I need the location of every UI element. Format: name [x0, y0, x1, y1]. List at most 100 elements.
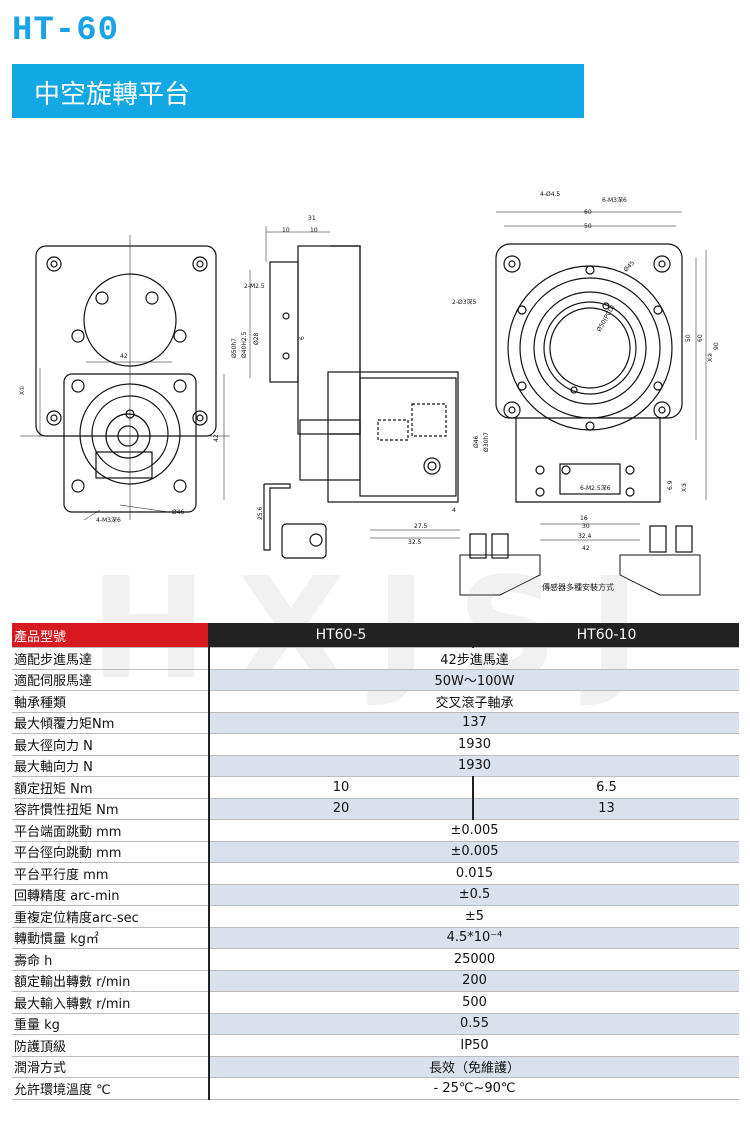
table-header-row: 產品型號 HT60-5 HT60-10 [12, 623, 739, 648]
dim-left-42b: 42 [213, 434, 220, 442]
row-label: 最大軸向力 N [12, 755, 210, 777]
row-label: 適配伺服馬達 [12, 669, 210, 691]
row-label: 平台徑向跳動 mm [12, 841, 210, 863]
dim-right-x3: X③ [681, 483, 688, 493]
dim-side-4: 4 [452, 507, 456, 514]
dim-right-42: 42 [582, 545, 590, 552]
model-title: HT-60 [12, 12, 120, 50]
dim-side-6: 6 [299, 336, 306, 340]
side-view [249, 226, 460, 559]
row-value: 0.55 [209, 1013, 739, 1035]
dim-right-60: 60 [584, 209, 592, 216]
top-view [459, 211, 707, 596]
dim-right-32-4: 32.4 [578, 533, 592, 540]
table-row: 軸承種類交叉滾子軸承 [12, 690, 739, 713]
row-label: 重量 kg [12, 1013, 210, 1035]
dim-left-screws: 4-M3深6 [96, 516, 121, 524]
sensor-caption: 傳感器多種安裝方式 [542, 582, 614, 592]
dim-right-50: 50 [584, 223, 592, 230]
dim-side-25-6: 25.6 [257, 506, 264, 520]
technical-drawing: 42 42 Ø46 4-M3深6 X① 31 10 10 2-M2.5 Ø50h… [19, 191, 720, 596]
dim-left-46: Ø46 [172, 509, 185, 516]
dim-right-x2: X② [707, 352, 714, 362]
row-label: 平台端面跳動 mm [12, 819, 210, 842]
row-label: 容許慣性扭矩 Nm [12, 798, 210, 820]
dim-left-x1: X① [19, 386, 26, 396]
table-row: 允許環境溫度 ℃- 25℃~90℃ [12, 1077, 739, 1100]
row-value: 50W～100W [209, 669, 739, 691]
row-label: 潤滑方式 [12, 1056, 210, 1078]
dim-side-10a: 10 [282, 227, 290, 234]
row-label: 允許環境溫度 ℃ [12, 1077, 210, 1100]
dim-right-30: 30 [582, 523, 590, 530]
dim-side-28: Ø28 [253, 332, 260, 345]
dim-right-m3: 6-M3深6 [602, 196, 627, 204]
table-row: 潤滑方式長效（免維護） [12, 1056, 739, 1078]
row-value: 1930 [209, 755, 739, 777]
dim-side-31: 31 [308, 215, 316, 222]
header-col-ht60-5: HT60-5 [209, 623, 474, 648]
dim-right-45: Ø45 [622, 260, 636, 274]
dim-side-46: Ø46 [473, 435, 480, 448]
banner-title: 中空旋轉平台 [34, 80, 191, 110]
row-value: 200 [209, 970, 739, 992]
row-value: 4.5*10⁻⁴ [209, 927, 739, 949]
dim-right-60v: 60 [697, 334, 704, 342]
row-value: ±0.5 [209, 884, 739, 906]
row-value: 交叉滾子軸承 [209, 690, 739, 713]
row-value: 1930 [209, 733, 739, 756]
dim-side-m25: 2-M2.5 [244, 283, 265, 290]
row-value: 長效（免維護） [209, 1056, 739, 1078]
row-value: - 25℃~90℃ [209, 1077, 739, 1100]
dim-right-50pcd: Ø50(PCD) [596, 304, 617, 333]
dim-right-90: 90 [713, 342, 720, 350]
header-label: 產品型號 [12, 623, 210, 648]
dim-right-6-9: 6.9 [667, 480, 674, 490]
row-label: 軸承種類 [12, 690, 210, 713]
row-label: 轉動慣量 kg㎡ [12, 927, 210, 949]
row-value: 42步進馬達 [209, 647, 739, 670]
dim-side-50: Ø50h7 [231, 338, 238, 358]
row-label: 最大輸入轉數 r/min [12, 991, 210, 1014]
row-label: 適配步進馬達 [12, 647, 210, 670]
dim-left-42: 42 [120, 353, 128, 360]
row-label: 最大徑向力 N [12, 733, 210, 756]
row-label: 額定輸出轉數 r/min [12, 970, 210, 992]
table-row: 回轉精度 arc-min±0.5 [12, 884, 739, 906]
dim-right-pin: 2-Ø3深5 [452, 298, 477, 306]
row-label: 最大傾覆力矩Nm [12, 712, 210, 734]
dim-right-hole: 4-Ø4.5 [540, 191, 560, 198]
row-label: 防護頂級 [12, 1034, 210, 1057]
header-col-ht60-10: HT60-10 [473, 623, 739, 648]
dim-right-50v: 50 [685, 334, 692, 342]
row-value: 500 [209, 991, 739, 1014]
dim-side-30: Ø30h7 [483, 432, 490, 452]
row-value-ht60-10: 13 [473, 798, 739, 820]
dim-right-16: 16 [580, 515, 588, 522]
dim-side-27-5: 27.5 [414, 523, 428, 530]
row-value: ±0.005 [209, 841, 739, 863]
table-row: 平台端面跳動 mm±0.005 [12, 819, 739, 842]
row-label: 重複定位精度arc-sec [12, 905, 210, 928]
dim-side-40: Ø40H2.5 [241, 331, 248, 358]
row-value-ht60-5: 10 [209, 776, 474, 799]
dim-right-m25: 6-M2.5深6 [580, 484, 611, 492]
row-value: ±0.005 [209, 819, 739, 842]
row-value: 0.015 [209, 862, 739, 885]
row-value-ht60-5: 20 [209, 798, 474, 820]
row-label: 回轉精度 arc-min [12, 884, 210, 906]
table-row: 平台徑向跳動 mm±0.005 [12, 841, 739, 863]
row-label: 額定扭矩 Nm [12, 776, 210, 799]
